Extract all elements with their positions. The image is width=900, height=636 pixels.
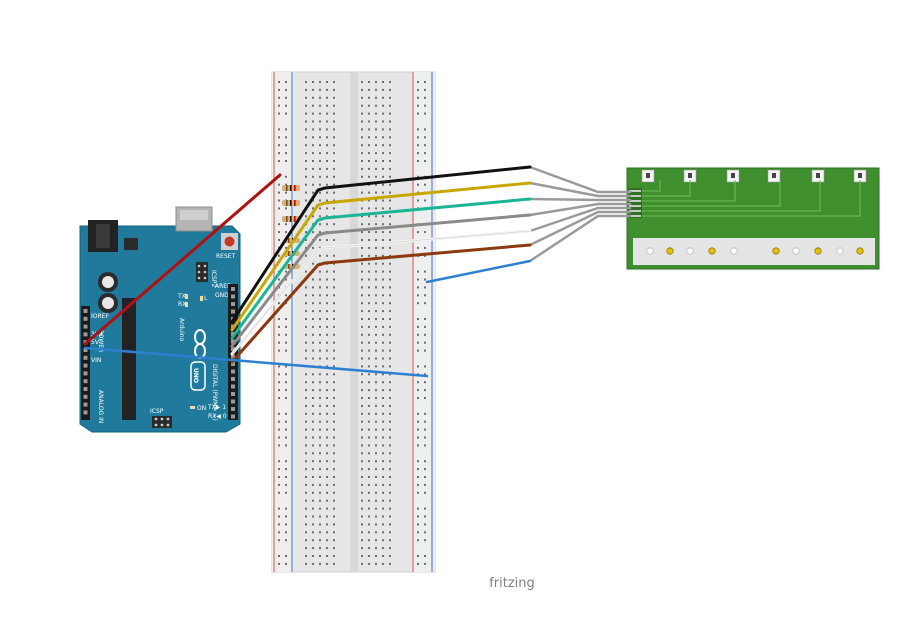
sensor-header-pins: [628, 188, 642, 218]
reset-button-cap[interactable]: [224, 236, 235, 247]
aref-label: AREF: [215, 283, 231, 290]
dc-jack-inner: [96, 224, 110, 248]
icsp2-label: ICSP2: [210, 270, 217, 287]
reset-label: RESET: [216, 253, 236, 260]
resistor-1[interactable]: [282, 185, 300, 191]
icsp2-header: [196, 262, 208, 282]
ioref-label: IOREF: [91, 313, 109, 320]
gray-signal-wire[interactable]: [230, 213, 532, 348]
l-led-icon: [200, 296, 203, 301]
breadboard-center-channel: [350, 72, 358, 572]
black-signal-wire[interactable]: [230, 165, 532, 324]
tx-led-icon: [185, 294, 188, 299]
power-label: POWER: [97, 330, 104, 352]
capacitor-2-top: [102, 297, 114, 309]
arduino-uno[interactable]: RESET ICSP ICSP2 TX RX L ON: [79, 206, 241, 433]
blue-ground-wire[interactable]: [83, 346, 429, 378]
sensor-components: [641, 169, 867, 255]
breadboard[interactable]: [271, 71, 436, 573]
tx-label: TX: [177, 293, 186, 300]
regulator-icon: [124, 238, 138, 250]
on-label: ON: [197, 405, 206, 412]
usb-port-inner: [180, 210, 208, 220]
arduino-brand-label: Arduino: [178, 318, 185, 342]
rx-label: RX: [178, 301, 186, 308]
uno-badge: UNO: [190, 361, 206, 391]
gnd-label: GND: [215, 292, 229, 299]
white-signal-wire-outline: [231, 230, 531, 355]
teal-signal-wire[interactable]: [230, 197, 532, 340]
5v-label: 5V: [91, 339, 100, 346]
icsp-label: ICSP: [150, 408, 164, 415]
breadboard-holes: [278, 81, 426, 565]
icsp-header: [152, 416, 172, 428]
brown-signal-wire[interactable]: [230, 243, 532, 364]
on-led-icon: [190, 406, 195, 409]
resistor-3[interactable]: [282, 216, 300, 222]
breadboard-right-rail: [413, 72, 435, 572]
power-analog-header: [81, 306, 90, 420]
sensor-ribbon-wires[interactable]: [528, 165, 632, 263]
capacitor-1-top: [102, 276, 114, 288]
line-sensor-board[interactable]: [626, 167, 880, 270]
l-label: L: [204, 295, 208, 302]
sensor-traces: [642, 180, 861, 217]
atmega-chip-icon: [122, 298, 136, 420]
red-power-wire[interactable]: [83, 173, 282, 346]
breadboard-left-rail: [272, 72, 294, 572]
analog-label: ANALOG IN: [97, 390, 104, 423]
fritzing-watermark: fritzing: [489, 576, 535, 591]
power-analog-header-pins: [83, 309, 88, 415]
resistor-2[interactable]: [282, 200, 300, 206]
digital-label: DIGITAL (PWM= ~): [211, 364, 218, 421]
txd-label: TX▶ 1: [207, 404, 226, 411]
yellow-signal-wire[interactable]: [230, 181, 532, 332]
rxd-label: RX◀ 0: [208, 413, 227, 420]
blue-short-wire[interactable]: [425, 259, 532, 284]
wires: [83, 165, 632, 378]
vin-label: VIN: [91, 357, 101, 364]
uno-label: UNO: [192, 368, 199, 383]
rx-led-icon: [185, 302, 188, 307]
